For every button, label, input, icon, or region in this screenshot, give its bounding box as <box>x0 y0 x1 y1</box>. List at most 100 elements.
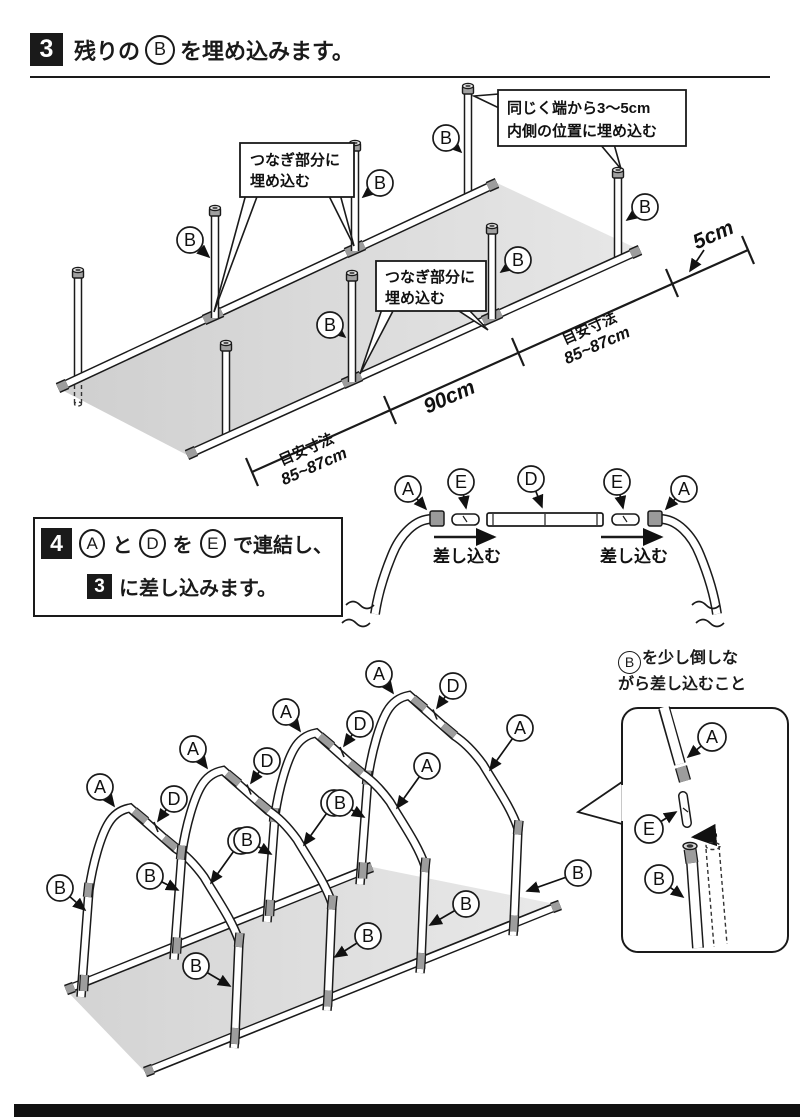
circled-part-e: E <box>199 529 226 558</box>
part-label-a: A <box>489 714 534 772</box>
svg-text:つなぎ部分に: つなぎ部分に <box>385 268 475 286</box>
part-label-a: A <box>686 722 727 759</box>
step4-header: 4 A と D を E で連結し、 3 に差し込みます。 <box>33 517 343 617</box>
part-label-e: E <box>634 811 678 844</box>
circled-part-b: B <box>145 34 176 65</box>
pipe-break-marks <box>341 600 725 628</box>
part-label-b: B <box>432 124 463 154</box>
svg-text:B: B <box>324 315 336 335</box>
svg-text:B: B <box>639 197 651 217</box>
text: に差し込みます。 <box>119 578 277 600</box>
part-label-b: B <box>326 789 366 818</box>
circled-part-a: A <box>79 529 106 558</box>
step3-reference-badge: 3 <box>87 574 112 599</box>
part-label-a: A <box>396 752 441 810</box>
svg-text:B: B <box>54 878 66 898</box>
svg-text:B: B <box>374 173 386 193</box>
front-ground-rail <box>185 245 642 460</box>
svg-text:E: E <box>455 472 467 492</box>
buried-pipe-dashed <box>73 385 83 407</box>
svg-text:同じく端から3〜5cm: 同じく端から3〜5cm <box>507 99 650 117</box>
step4-arch-assembly-diagram: A E D E A 差し込む 差し込む <box>341 465 725 628</box>
svg-text:B: B <box>460 894 472 914</box>
svg-text:A: A <box>187 739 199 759</box>
svg-text:D: D <box>525 469 538 489</box>
step3-title-post: を埋め込みます。 <box>180 38 354 64</box>
part-label-b: B <box>361 169 394 199</box>
svg-text:A: A <box>402 479 414 499</box>
detail-pipe-b <box>682 841 704 949</box>
part-label-a: A <box>272 698 302 733</box>
svg-text:B: B <box>334 793 346 813</box>
dim-edge-arrow <box>689 249 705 273</box>
connector-pipe-e-right <box>611 513 640 526</box>
callout-edge: 同じく端から3〜5cm 内側の位置に埋め込む <box>470 89 687 170</box>
svg-text:A: A <box>678 479 690 499</box>
svg-text:D: D <box>261 751 274 771</box>
svg-text:A: A <box>514 718 526 738</box>
part-label-b: B <box>316 311 347 339</box>
part-label-b: B <box>625 193 659 221</box>
step3-header: 3 残りの B を埋め込みます。 <box>30 33 770 78</box>
step4-title-line1: 4 A と D を E で連結し、 <box>41 528 333 559</box>
text: を少し倒しな <box>642 650 739 667</box>
svg-text:B: B <box>241 830 253 850</box>
svg-text:内側の位置に埋め込む: 内側の位置に埋め込む <box>507 122 657 140</box>
svg-text:B: B <box>362 926 374 946</box>
text: を <box>172 535 193 557</box>
svg-text:差し込む: 差し込む <box>433 546 501 566</box>
svg-text:B: B <box>653 869 665 889</box>
callout-joint-1: つなぎ部分に 埋め込む <box>213 142 355 313</box>
step3-title: 残りの B を埋め込みます。 <box>74 34 354 66</box>
rail-end-caps <box>55 177 643 461</box>
step-number-badge: 4 <box>41 528 72 559</box>
svg-text:A: A <box>373 664 385 684</box>
part-label-d: D <box>436 672 467 710</box>
svg-text:埋め込む: 埋め込む <box>385 289 445 307</box>
step3-title-pre: 残りの <box>74 38 141 64</box>
step-number-badge: 3 <box>30 33 63 66</box>
svg-text:A: A <box>94 777 106 797</box>
part-label-b: B <box>46 874 87 912</box>
svg-text:つなぎ部分に: つなぎ部分に <box>250 151 340 169</box>
insert-detail-inset: A E B <box>575 705 789 953</box>
part-label-d: D <box>157 785 188 823</box>
part-label-a: A <box>394 475 428 511</box>
svg-text:D: D <box>354 714 367 734</box>
part-label-a: A <box>664 475 698 511</box>
part-label-b: B <box>176 226 211 259</box>
next-section-bar <box>14 1104 800 1117</box>
part-label-e: E <box>603 468 631 510</box>
svg-text:B: B <box>440 128 452 148</box>
note-line2: がら差し込むこと <box>618 674 746 696</box>
circled-part-d: D <box>139 529 166 558</box>
svg-text:D: D <box>447 676 460 696</box>
detail-connector-e <box>678 791 692 828</box>
insert-direction-right: 差し込む <box>600 527 668 566</box>
text: と <box>112 535 133 557</box>
part-label-b: B <box>644 864 685 899</box>
part-label-a: A <box>86 773 116 808</box>
svg-text:B: B <box>512 250 524 270</box>
arch-left-leg-a <box>370 510 445 615</box>
dim-span-value: 90cm <box>420 376 478 419</box>
rear-ground-rail <box>56 178 499 393</box>
detail-pipe-b-ghost <box>705 841 728 948</box>
assembled-frame-diagram: A A A A D D D D <box>46 660 592 1078</box>
part-label-a: A <box>365 660 395 695</box>
part-label-d: D <box>517 465 545 509</box>
dim-edge-value: 5cm <box>689 216 737 254</box>
part-label-b: B <box>333 922 382 958</box>
svg-text:A: A <box>706 727 718 747</box>
ground-plane <box>66 867 560 1072</box>
insert-direction-left: 差し込む <box>433 527 501 566</box>
svg-text:B: B <box>144 866 156 886</box>
part-label-d: D <box>250 747 281 785</box>
part-label-b: B <box>428 890 480 926</box>
part-label-b: B <box>525 859 592 893</box>
part-label-b: B <box>499 246 532 274</box>
connector-pipe-e-left <box>451 513 480 526</box>
